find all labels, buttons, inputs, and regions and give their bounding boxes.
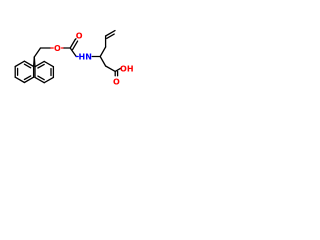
fluorene-left-ring bbox=[14, 60, 35, 84]
ester-oxygen-label: O bbox=[54, 44, 61, 53]
backbone bbox=[91, 29, 122, 77]
hydroxyl-label: OH bbox=[120, 64, 134, 73]
fluorene-c9 bbox=[32, 56, 36, 68]
acid-carbonyl-oxygen-label: O bbox=[113, 78, 120, 87]
molecule-diagram: O O HN OH O bbox=[14, 29, 134, 87]
carbonyl-oxygen-label: O bbox=[76, 32, 83, 41]
fluorene-right-ring bbox=[34, 60, 55, 84]
amine-nh-label: HN bbox=[79, 52, 92, 61]
fmoc-linker bbox=[33, 38, 79, 58]
